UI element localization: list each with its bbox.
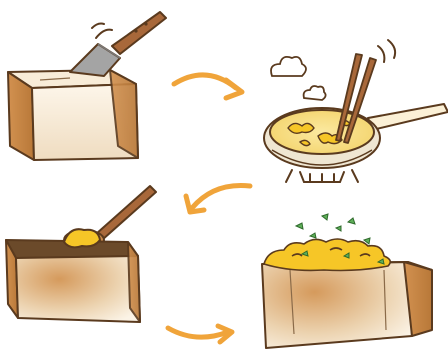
motion-lines-icon	[92, 24, 112, 39]
arrow-down-left-icon	[186, 185, 250, 212]
scrambled-egg	[264, 239, 390, 271]
arrow-right-icon	[168, 326, 232, 342]
pan-handle	[368, 104, 448, 130]
tofu-pouch-open	[6, 229, 140, 322]
arrow-right-icon	[174, 75, 242, 98]
frying-pan-icon	[264, 108, 380, 168]
knife-icon	[70, 12, 166, 76]
step-scramble-egg	[264, 40, 448, 182]
motion-lines-icon	[378, 40, 395, 62]
tofu-pouch-filled	[262, 262, 432, 348]
step-finished-pouch	[262, 214, 432, 348]
step-fill-pouch	[6, 186, 156, 322]
tofu-pouch-closed	[8, 70, 138, 160]
steam-icon	[271, 57, 326, 100]
stove-burner-icon	[286, 170, 358, 182]
step-cut-tofu	[8, 12, 166, 160]
